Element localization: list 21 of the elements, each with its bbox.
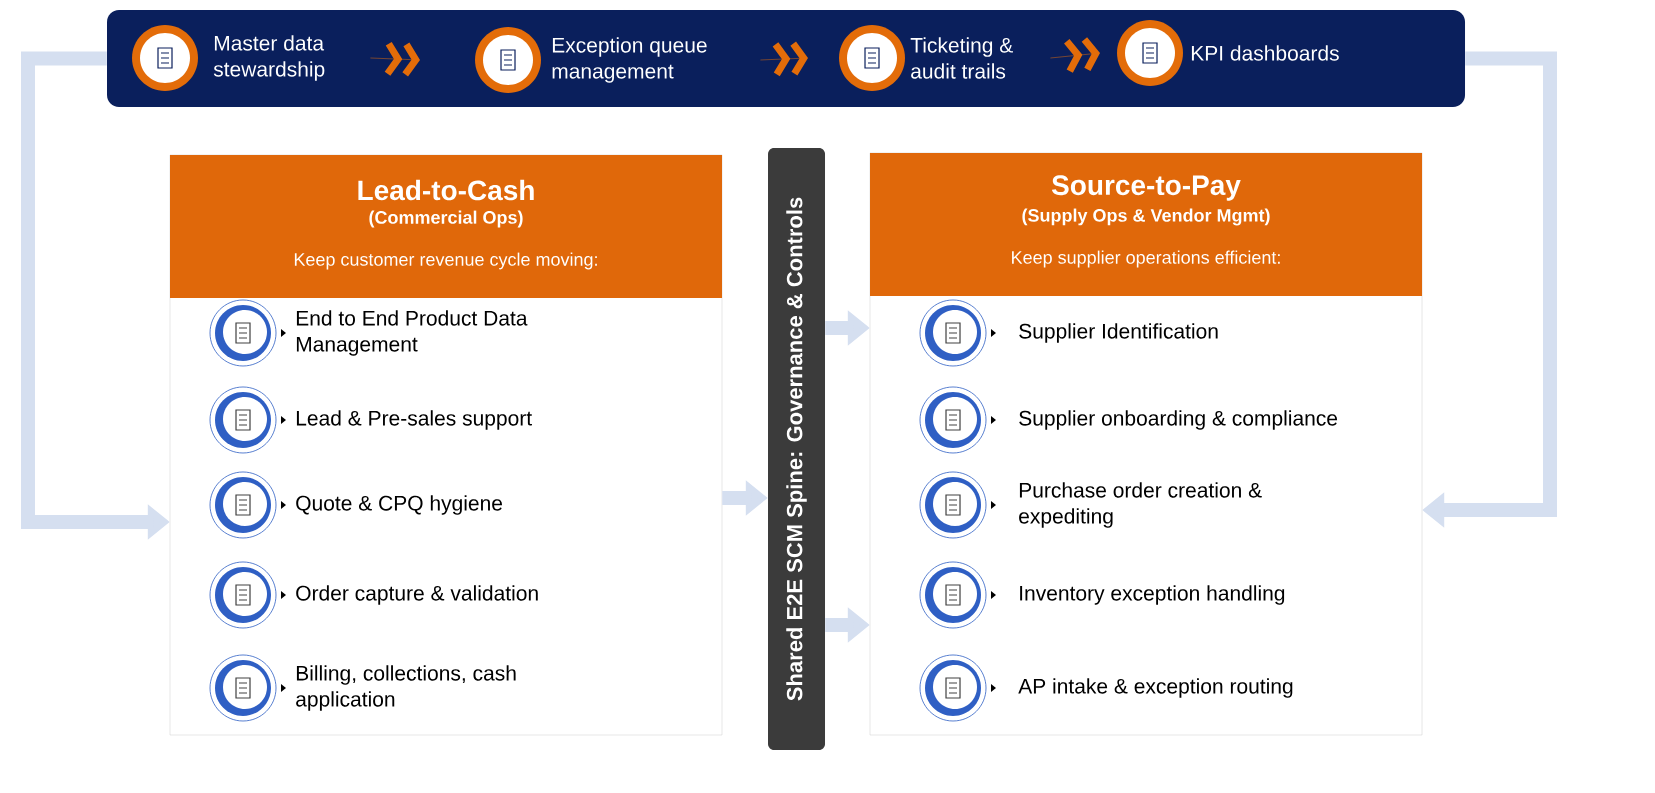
spine-bar: Shared E2E SCM Spine: Governance & Controls — [768, 148, 825, 750]
item-label: Lead & Pre-sales support — [296, 410, 532, 430]
item-label: Supplier Identification — [1019, 323, 1218, 343]
item-label: Purchase order creation & expediting — [1019, 482, 1262, 528]
panel-description: Keep customer revenue cycle moving: — [294, 252, 597, 270]
item-label: End to End Product Data Management — [296, 310, 528, 356]
panel-title: Lead-to-Cash — [358, 179, 534, 201]
step-label: Master data stewardship — [213, 35, 325, 81]
panel-subtitle: (Commercial Ops) — [369, 210, 523, 228]
item-label: Inventory exception handling — [1020, 585, 1285, 605]
panel-subtitle: (Supply Ops & Vendor Mgmt) — [1022, 208, 1270, 226]
item-label: AP intake & exception routing — [1018, 678, 1293, 698]
item-label: Quote & CPQ hygiene — [296, 495, 502, 515]
step-label: Ticketing & audit trails — [910, 37, 1013, 79]
step-label: KPI dashboards — [1191, 45, 1339, 61]
panel-description: Keep supplier operations efficient: — [1012, 250, 1280, 268]
item-label: Supplier onboarding & compliance — [1019, 410, 1338, 430]
item-label: Order capture & validation — [296, 585, 538, 605]
panel-title: Source-to-Pay — [1051, 175, 1241, 201]
step-label: Exception queue management — [552, 37, 707, 83]
item-label: Billing, collections, cash application — [296, 665, 516, 711]
